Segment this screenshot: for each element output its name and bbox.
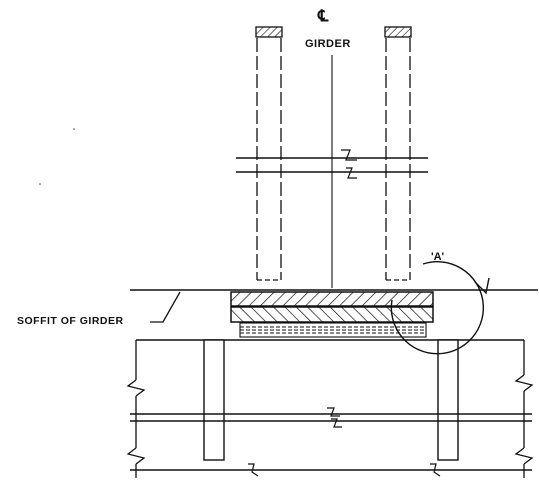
speck <box>39 183 41 185</box>
girder-label: GIRDER <box>305 38 351 50</box>
right-girder-web <box>385 38 411 281</box>
pier-cap-bottom <box>130 463 532 477</box>
detail-a-label: 'A' <box>431 251 445 263</box>
left-anchor-bolt <box>203 339 225 461</box>
left-girder-web <box>256 38 282 281</box>
cap-beam-lines-over <box>204 413 458 422</box>
bearing-pad <box>239 322 427 338</box>
right-break-line <box>514 340 534 478</box>
cap-beam-lines <box>130 407 532 428</box>
speck <box>73 128 75 130</box>
bearing-top-plate <box>230 291 434 307</box>
diaphragm-lines <box>236 149 428 179</box>
left-web-section-hatch <box>255 26 283 38</box>
right-web-section-hatch <box>384 26 412 38</box>
right-anchor-bolt <box>437 339 459 461</box>
detail-a-arrow <box>474 277 490 295</box>
bearing-sole-plate <box>230 306 434 323</box>
centerline-symbol: ℄ <box>318 8 329 25</box>
soffit-of-girder-label: SOFFIT OF GIRDER <box>17 315 124 327</box>
detail-a-circle <box>390 261 485 355</box>
soffit-leader <box>150 291 181 323</box>
left-break-line <box>126 340 146 478</box>
